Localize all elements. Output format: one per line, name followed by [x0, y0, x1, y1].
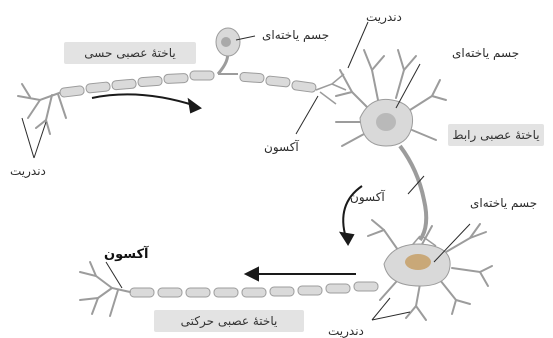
interneuron-label: یاختهٔ عصبی رابط [448, 124, 544, 146]
axon-top-label: آکسون [264, 140, 299, 154]
motor-neuron-label: یاختهٔ عصبی حرکتی [154, 310, 304, 332]
interneuron-cell-body-label: جسم یاخته‌ای [452, 46, 519, 60]
axon-middle-label: آکسون [350, 190, 385, 204]
sensory-neuron-label: یاختهٔ عصبی حسی [64, 42, 196, 64]
dendrite-bottom-label: دندریت [328, 324, 364, 338]
motor-neuron-drawing [80, 220, 492, 320]
motor-cell-body-label: جسم یاخته‌ای [470, 196, 537, 210]
sensory-dendrites [18, 84, 66, 134]
dendrite-top-label: دندریت [366, 10, 402, 24]
interneuron-drawing [336, 50, 446, 250]
axon-bottom-label: آکسون [104, 248, 149, 262]
dendrite-left-label: دندریت [10, 164, 46, 178]
cell-body-top-label: جسم یاخته‌ای [262, 28, 329, 42]
sensory-axon [60, 71, 317, 97]
